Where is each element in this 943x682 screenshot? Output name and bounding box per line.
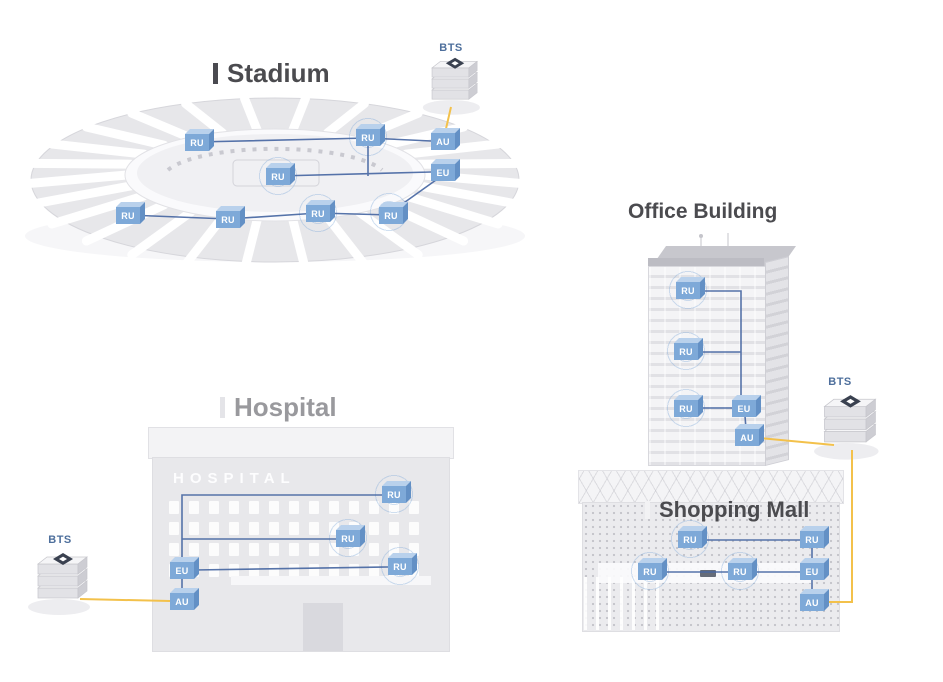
stadium-roof-petal — [401, 191, 503, 229]
hospital-awning — [231, 576, 431, 585]
hospital-window — [409, 543, 419, 556]
hospital-ru-node: RU — [336, 530, 360, 547]
hospital-ru-node: RU — [388, 558, 412, 575]
hospital-window — [289, 501, 299, 514]
mall-ru-node: RU — [800, 531, 824, 548]
mall-ru-node: RU — [638, 563, 662, 580]
hospital-window — [189, 501, 199, 514]
stadium-roof-petal — [127, 108, 196, 143]
hospital-window — [329, 501, 339, 514]
hospital-window — [269, 501, 279, 514]
title-bar — [220, 396, 225, 419]
stadium-ru-node: RU — [356, 129, 380, 146]
mall-eu-node: EU — [800, 563, 824, 580]
hospital-window — [209, 564, 219, 577]
hospital-ru-node: RU — [382, 486, 406, 503]
mall-roof-band — [578, 470, 844, 504]
hospital-window — [229, 543, 239, 556]
hospital-window — [229, 501, 239, 514]
office-title: Office Building — [628, 200, 777, 224]
office-eu-node: EU — [732, 400, 756, 417]
stadium-roof-petal — [414, 181, 525, 210]
bts-label-stadium: BTS — [439, 42, 463, 54]
hospital-window — [289, 543, 299, 556]
stadium-roof-petal — [25, 181, 136, 210]
stadium-title: Stadium — [213, 58, 330, 89]
hospital-window — [309, 501, 319, 514]
hospital-entrance — [303, 603, 343, 651]
stadium-roof-petal — [240, 215, 262, 274]
hospital-building-roof — [148, 427, 454, 459]
office-building-roof-edge — [648, 258, 764, 268]
hospital-window — [209, 522, 219, 535]
office-ru-node: RU — [676, 282, 700, 299]
hospital-window — [189, 543, 199, 556]
hospital-eu-node: EU — [170, 562, 194, 579]
hospital-window — [369, 543, 379, 556]
hospital-window — [169, 522, 179, 535]
hospital-window — [249, 522, 259, 535]
stadium-ru-node: RU — [116, 207, 140, 224]
bts-icon-office-mall — [813, 394, 880, 461]
bts-icon-hospital — [27, 552, 91, 616]
hospital-au-node: AU — [170, 593, 194, 610]
hospital-title-text: Hospital — [234, 392, 337, 422]
hospital-window — [409, 501, 419, 514]
hospital-window — [289, 522, 299, 535]
hospital-window — [389, 501, 399, 514]
mall-ru-node: RU — [728, 563, 752, 580]
title-bar — [213, 62, 218, 85]
hospital-window — [309, 543, 319, 556]
mall-escalator — [700, 570, 716, 577]
office-ru-node: RU — [674, 400, 698, 417]
stadium-roof-petal — [47, 139, 149, 159]
stadium-ru-node: RU — [306, 205, 330, 222]
stadium-eu-node: EU — [431, 164, 455, 181]
mall-au-node: AU — [800, 594, 824, 611]
hospital-window — [249, 501, 259, 514]
mall-title: Shopping Mall — [645, 497, 809, 523]
hospital-window — [269, 522, 279, 535]
office-building-side — [765, 256, 789, 466]
hospital-window — [209, 501, 219, 514]
office-title-text: Office Building — [628, 200, 778, 223]
hospital-sign: HOSPITAL — [173, 470, 296, 487]
bts-label-office-mall: BTS — [828, 376, 852, 388]
hospital-window — [369, 522, 379, 535]
office-ru-node: RU — [674, 343, 698, 360]
hospital-window — [349, 501, 359, 514]
hospital-window — [209, 543, 219, 556]
mall-pillars — [584, 577, 664, 630]
stadium-au-node: AU — [431, 133, 455, 150]
stadium-roof-petal — [288, 94, 310, 135]
mall-ru-node: RU — [678, 531, 702, 548]
office-au-node: AU — [735, 429, 759, 446]
hospital-window — [389, 522, 399, 535]
hospital-window — [189, 522, 199, 535]
bts-icon-stadium — [422, 57, 481, 116]
mall-title-text: Shopping Mall — [659, 497, 810, 522]
hospital-title: Hospital — [220, 392, 337, 423]
hospital-window — [309, 522, 319, 535]
stadium-roof-petal — [240, 94, 262, 135]
hospital-window — [169, 543, 179, 556]
stadium-ru-node: RU — [185, 134, 209, 151]
stadium-roof-petal — [25, 158, 136, 169]
hospital-window — [389, 543, 399, 556]
hospital-window — [409, 522, 419, 535]
stadium-roof-petal — [18, 170, 132, 189]
hospital-window — [229, 522, 239, 535]
stadium-ru-node: RU — [379, 207, 403, 224]
stadium-title-text: Stadium — [227, 58, 330, 88]
stadium-ru-node: RU — [216, 211, 240, 228]
hospital-window — [249, 543, 259, 556]
bts-label-hospital: BTS — [48, 534, 72, 546]
stadium-roof-petal — [81, 122, 169, 150]
title-bar — [645, 500, 650, 520]
stadium-ru-node: RU — [266, 168, 290, 185]
hospital-window — [169, 501, 179, 514]
hospital-window — [269, 543, 279, 556]
